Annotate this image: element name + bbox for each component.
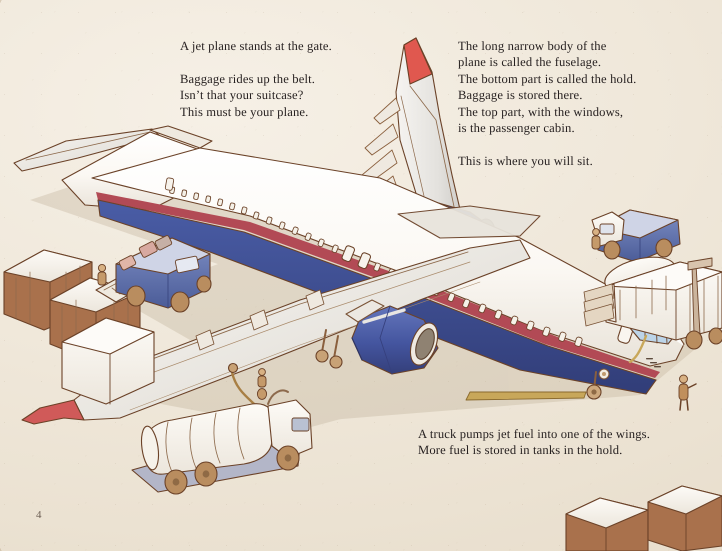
main-landing-gear xyxy=(315,329,343,369)
cabin-door-mid xyxy=(341,245,355,263)
jet-bridge xyxy=(583,256,722,364)
ground-crew-person-belt xyxy=(97,263,107,286)
tail-fin-red-tip xyxy=(403,37,433,85)
ground-crew-person-nose xyxy=(678,374,697,411)
belt-loader-truck xyxy=(95,235,212,313)
far-wing xyxy=(397,205,541,239)
ground-crew-person-truck xyxy=(591,228,601,250)
bridge-stairs xyxy=(583,283,615,327)
winglet-red xyxy=(21,399,85,425)
nose-markings xyxy=(646,358,661,368)
caption-left: A jet plane stands at the gate. Baggage … xyxy=(180,39,332,119)
ground-crew-person-wing xyxy=(256,368,268,400)
service-truck xyxy=(591,209,681,263)
fuselage-red-stripe xyxy=(96,192,660,378)
baggage-container xyxy=(647,485,722,551)
baggage-container-group-bottom xyxy=(565,485,722,551)
vertical-tail-fin xyxy=(395,37,463,229)
suitcase-on-belt xyxy=(118,235,173,271)
engine-nacelle xyxy=(345,299,439,375)
cabin-door-rear xyxy=(164,177,175,191)
fuel-tanker-truck xyxy=(131,389,313,495)
baggage-container xyxy=(565,497,649,551)
main-wing xyxy=(21,239,531,425)
page-number: 4 xyxy=(36,509,42,521)
baggage-container xyxy=(61,317,155,405)
tow-bar xyxy=(465,391,587,401)
nose-landing-gear xyxy=(586,371,602,400)
horizontal-stabilizer-right xyxy=(149,125,213,149)
caption-bottom: A truck pumps jet fuel into one of the w… xyxy=(418,427,651,458)
caption-right: The long narrow body of the plane is cal… xyxy=(458,39,637,168)
wing-fuel-coupling xyxy=(227,362,239,374)
